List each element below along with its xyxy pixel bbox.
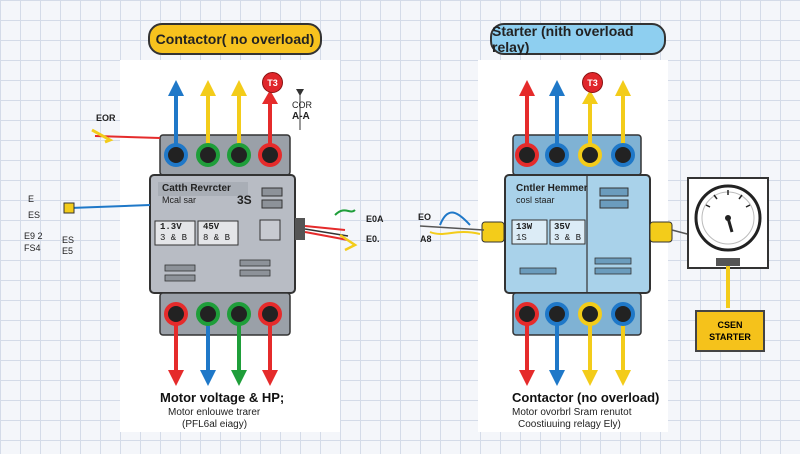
starter-caption: Contactor (no overload) [512, 390, 660, 405]
right-bottom-lines [515, 302, 635, 386]
left-top-terminals [164, 143, 282, 167]
rating-right-2: 3 & B [554, 233, 582, 243]
rating-left-2: 3 & B [160, 233, 188, 243]
right-starter [419, 134, 711, 336]
starter-heading: Starter (nith overload relay) [490, 23, 666, 55]
rating-left: 1.3V [160, 222, 182, 232]
left-label: E9 2 [24, 231, 43, 241]
right-label: E0A [366, 214, 384, 224]
right-top-lines [515, 80, 635, 167]
left-label: E [28, 194, 35, 204]
left-label: E5 [62, 246, 74, 256]
contactor-heading: Contactor( no overload) [148, 23, 322, 55]
starter-left-label: A8 [420, 234, 432, 244]
rating-left: 13W [516, 222, 533, 232]
contactor-body-subtitle: Mcal sar [162, 195, 197, 205]
starter-body-title: Cntler Hemmer [516, 183, 588, 194]
overload-badge-line: CSEN [717, 320, 743, 330]
starter-sub: Coostiuuing relagy Ely) [518, 419, 621, 430]
contactor-body-code: 3S [237, 193, 252, 207]
left-label-top: EOR [96, 113, 116, 123]
phase-arrow [262, 90, 278, 104]
rating-right: 45V [203, 222, 220, 232]
contactor-sub: Motor enlouwe trarer [168, 407, 261, 418]
left-label: FS4 [24, 243, 41, 253]
rating-right: 35V [554, 222, 571, 232]
starter-left-label: EO [418, 212, 432, 222]
starter-sub: Motor ovorbrl Sram renutot [512, 407, 632, 418]
coil-label: COR [292, 100, 312, 110]
overload-badge: CSEN STARTER [695, 310, 765, 352]
overload-badge-line: STARTER [709, 332, 751, 342]
phase-arrow [168, 80, 184, 96]
left-label: ES [62, 235, 75, 245]
overload-gauge [687, 177, 769, 308]
overcurrent-badge: T3 [262, 72, 283, 93]
right-label: E0. [366, 234, 380, 244]
left-bottom-lines [164, 302, 282, 386]
left-contactor [63, 89, 358, 336]
phase-arrow [231, 80, 247, 96]
overcurrent-badge: T3 [582, 72, 603, 93]
rating-right-2: 8 & B [203, 233, 231, 243]
starter-body-subtitle: cosl staar [516, 195, 555, 205]
phase-arrow [200, 80, 216, 96]
rating-left-2: 1S [516, 233, 527, 243]
contactor-caption: Motor voltage & HP; [160, 390, 285, 405]
contactor-sub: (PFL6al eiagy) [182, 419, 248, 430]
contactor-body-title: Catth Revrcter [162, 183, 231, 194]
left-label: ES [28, 210, 41, 220]
coil-label-2: A-A [292, 111, 310, 122]
